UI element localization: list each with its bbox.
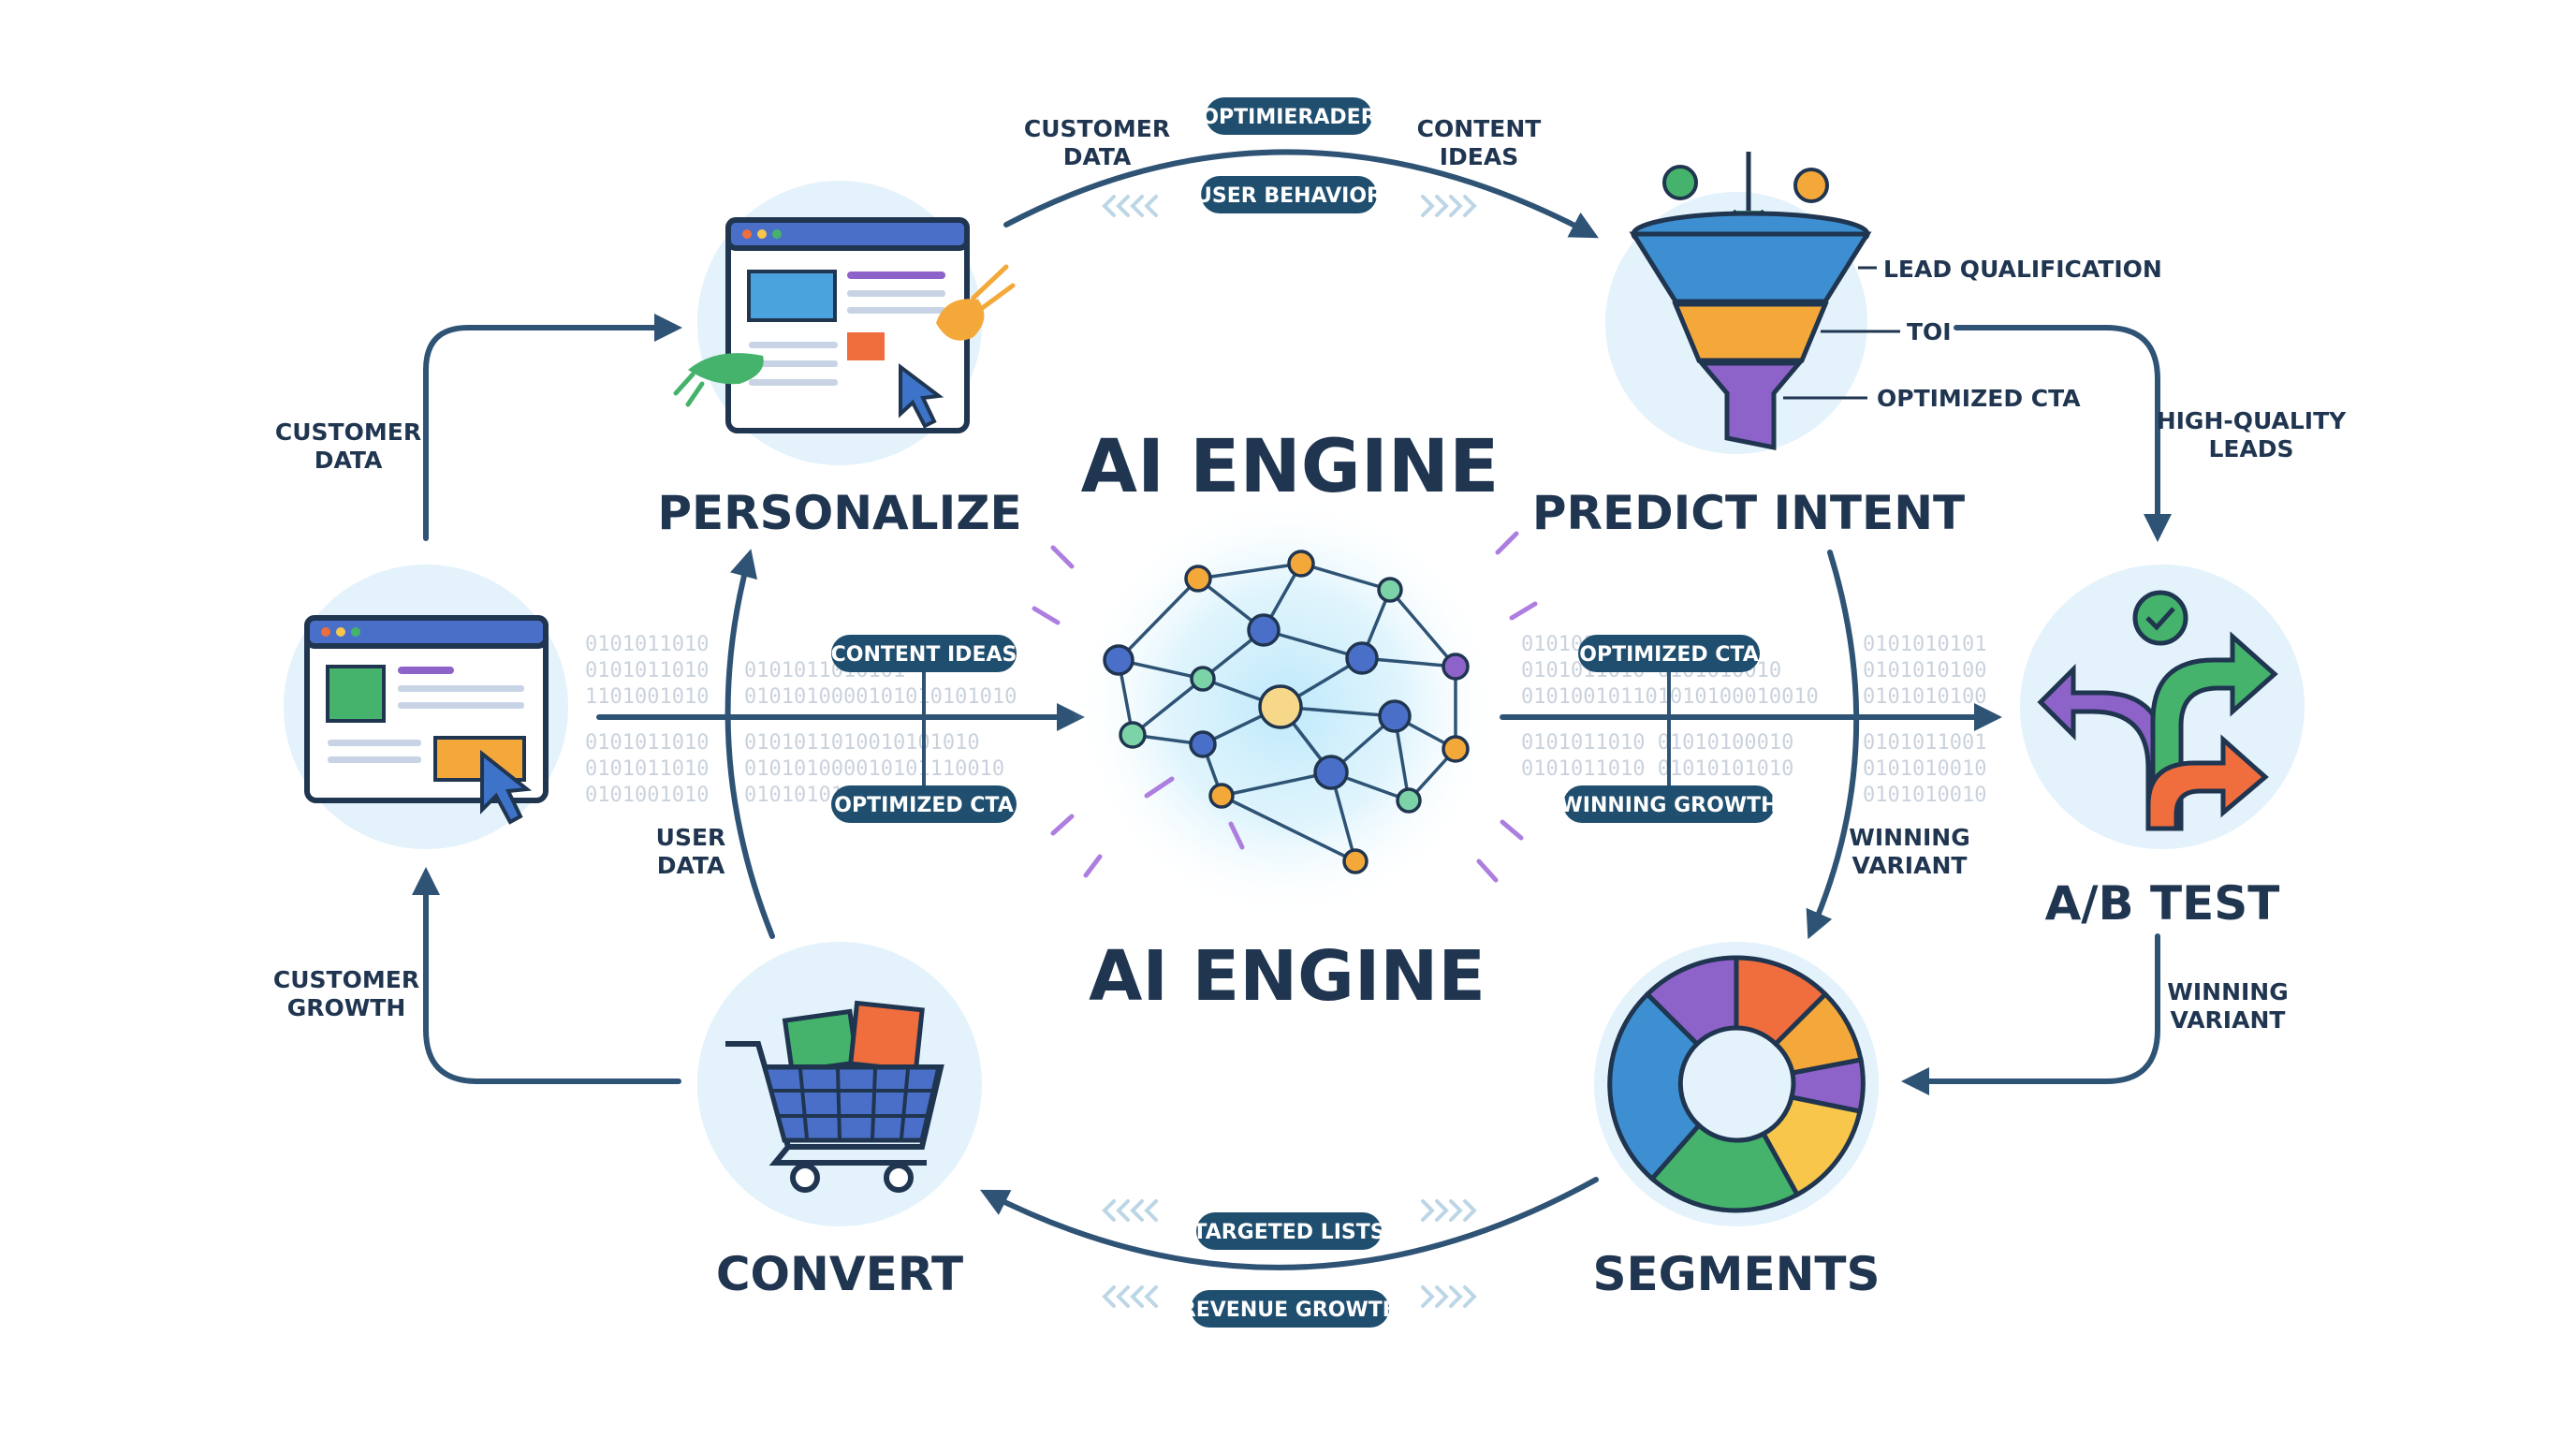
predict-intent-label: PREDICT INTENT xyxy=(1532,486,1965,540)
funnel-label-lead-qualification: LEAD QUALIFICATION xyxy=(1883,256,2162,283)
pill-user-behavior: USER BEHAVIOR xyxy=(1195,176,1383,213)
edge-label-line: DATA xyxy=(1063,143,1132,170)
binary-row: 010101000010101110010 xyxy=(744,757,1004,781)
arrow-predict-to-segments xyxy=(1806,550,1860,940)
edge-label-line: HIGH-QUALITY xyxy=(2157,407,2347,434)
personalize-label: PERSONALIZE xyxy=(657,486,1021,540)
edge-label-line: DATA xyxy=(657,852,725,879)
binary-row: 0101011010 01010101010 xyxy=(1521,757,1793,781)
pill-revenue-growth: REVENUE GROWTH xyxy=(1180,1290,1399,1328)
svg-text:CONTENT IDEAS: CONTENT IDEAS xyxy=(831,643,1017,667)
arrow-abtest-to-segments xyxy=(1901,933,2160,1095)
edge-label-line: VARIANT xyxy=(1852,852,1968,879)
branching-arrows-icon xyxy=(2037,590,2278,831)
edge-label-line: CUSTOMER xyxy=(275,418,421,446)
svg-text:TARGETED LISTS: TARGETED LISTS xyxy=(1193,1221,1384,1244)
pill-optimierader: OPTIMIERADER xyxy=(1201,97,1377,135)
ai-engine-title-top: AI ENGINE xyxy=(1081,425,1500,509)
pill-optimized-cta-right: OPTIMIZED CTA xyxy=(1578,635,1760,672)
svg-text:OPTIMIZED CTA: OPTIMIZED CTA xyxy=(834,794,1013,817)
binary-row: 0101010100 xyxy=(1863,659,1986,682)
arrow-segments-to-convert xyxy=(979,1177,1599,1270)
pill-content-ideas: CONTENT IDEAS xyxy=(831,635,1017,672)
convert-label: CONVERT xyxy=(716,1247,963,1301)
binary-row: 0101010101 xyxy=(1863,633,1986,656)
binary-row: 0101011010 xyxy=(585,633,709,656)
motion-chevrons xyxy=(1102,195,1477,1308)
shopping-cart-icon xyxy=(725,1000,944,1193)
arrow-personalize-to-predict xyxy=(1003,149,1599,239)
svg-text:OPTIMIERADER: OPTIMIERADER xyxy=(1201,106,1376,129)
binary-row: 0101010010 xyxy=(1863,784,1986,807)
segments-label: SEGMENTS xyxy=(1592,1247,1880,1301)
binary-row: 0101010000101010101010 xyxy=(744,685,1017,709)
svg-text:OPTIMIZED CTA: OPTIMIZED CTA xyxy=(1579,643,1758,667)
binary-row: 0101010100 xyxy=(1863,685,1986,709)
svg-text:WINNING GROWTH: WINNING GROWTH xyxy=(1560,794,1778,817)
ai-engine-network xyxy=(1032,492,1538,922)
binary-row: 0101001010 xyxy=(585,784,709,807)
binary-row: 1101001010 xyxy=(585,685,709,709)
funnel-label-toi: TOI xyxy=(1907,318,1952,345)
edge-label-line: WINNING xyxy=(1849,824,1969,851)
pill-winning-growth: WINNING GROWTH xyxy=(1560,785,1778,823)
funnel-icon xyxy=(1629,152,1900,451)
edge-label-line: GROWTH xyxy=(287,994,406,1021)
edge-label-line: CUSTOMER xyxy=(1024,115,1170,142)
binary-row: 0101011010 xyxy=(585,659,709,682)
binary-row: 0101010010 xyxy=(1863,757,1986,781)
binary-stream-left: 0101011010 0101011010 1101001010 0101011… xyxy=(585,633,709,807)
pill-optimized-cta-left: OPTIMIZED CTA xyxy=(831,785,1017,823)
edge-label-line: DATA xyxy=(315,447,383,474)
edge-label-line: WINNING xyxy=(2167,978,2288,1005)
edge-label-line: USER xyxy=(656,824,726,851)
personalize-browser-icon xyxy=(673,217,1016,433)
binary-row: 0101011010 01010100010 xyxy=(1521,731,1793,755)
edge-label-line: IDEAS xyxy=(1440,143,1519,170)
browser-window-icon xyxy=(304,615,549,825)
binary-stream-mid-left: 0101011010101 0101010000101010101010 010… xyxy=(744,659,1017,807)
edge-label-line: CONTENT xyxy=(1417,115,1542,142)
arrow-start-to-personalize xyxy=(423,314,682,541)
svg-text:USER BEHAVIOR: USER BEHAVIOR xyxy=(1195,184,1383,208)
binary-stream-right: 0101010101 0101010100 0101010100 0101011… xyxy=(1863,633,1986,807)
ai-engine-title-bottom: AI ENGINE xyxy=(1089,936,1486,1017)
binary-row: 0101011010 xyxy=(585,731,709,755)
edge-label-line: VARIANT xyxy=(2171,1006,2286,1034)
arrow-predict-to-abtest xyxy=(1954,325,2172,542)
segments-donut-icon xyxy=(1607,955,1866,1213)
ab-test-label: A/B TEST xyxy=(2045,876,2280,931)
svg-text:REVENUE GROWTH: REVENUE GROWTH xyxy=(1180,1299,1399,1322)
edge-label-line: CUSTOMER xyxy=(273,966,419,993)
binary-row: 0101011010010101010 xyxy=(744,731,980,755)
pill-targeted-lists: TARGETED LISTS xyxy=(1193,1212,1385,1250)
arrow-convert-to-personalize xyxy=(724,549,775,939)
binary-row: 0101011010 xyxy=(585,757,709,781)
binary-row: 0101011001 xyxy=(1863,731,1986,755)
arrow-convert-to-start xyxy=(412,867,681,1084)
edge-label-line: LEADS xyxy=(2208,435,2293,462)
funnel-label-optimized-cta: OPTIMIZED CTA xyxy=(1877,385,2081,412)
flow-arrows xyxy=(412,149,2172,1270)
